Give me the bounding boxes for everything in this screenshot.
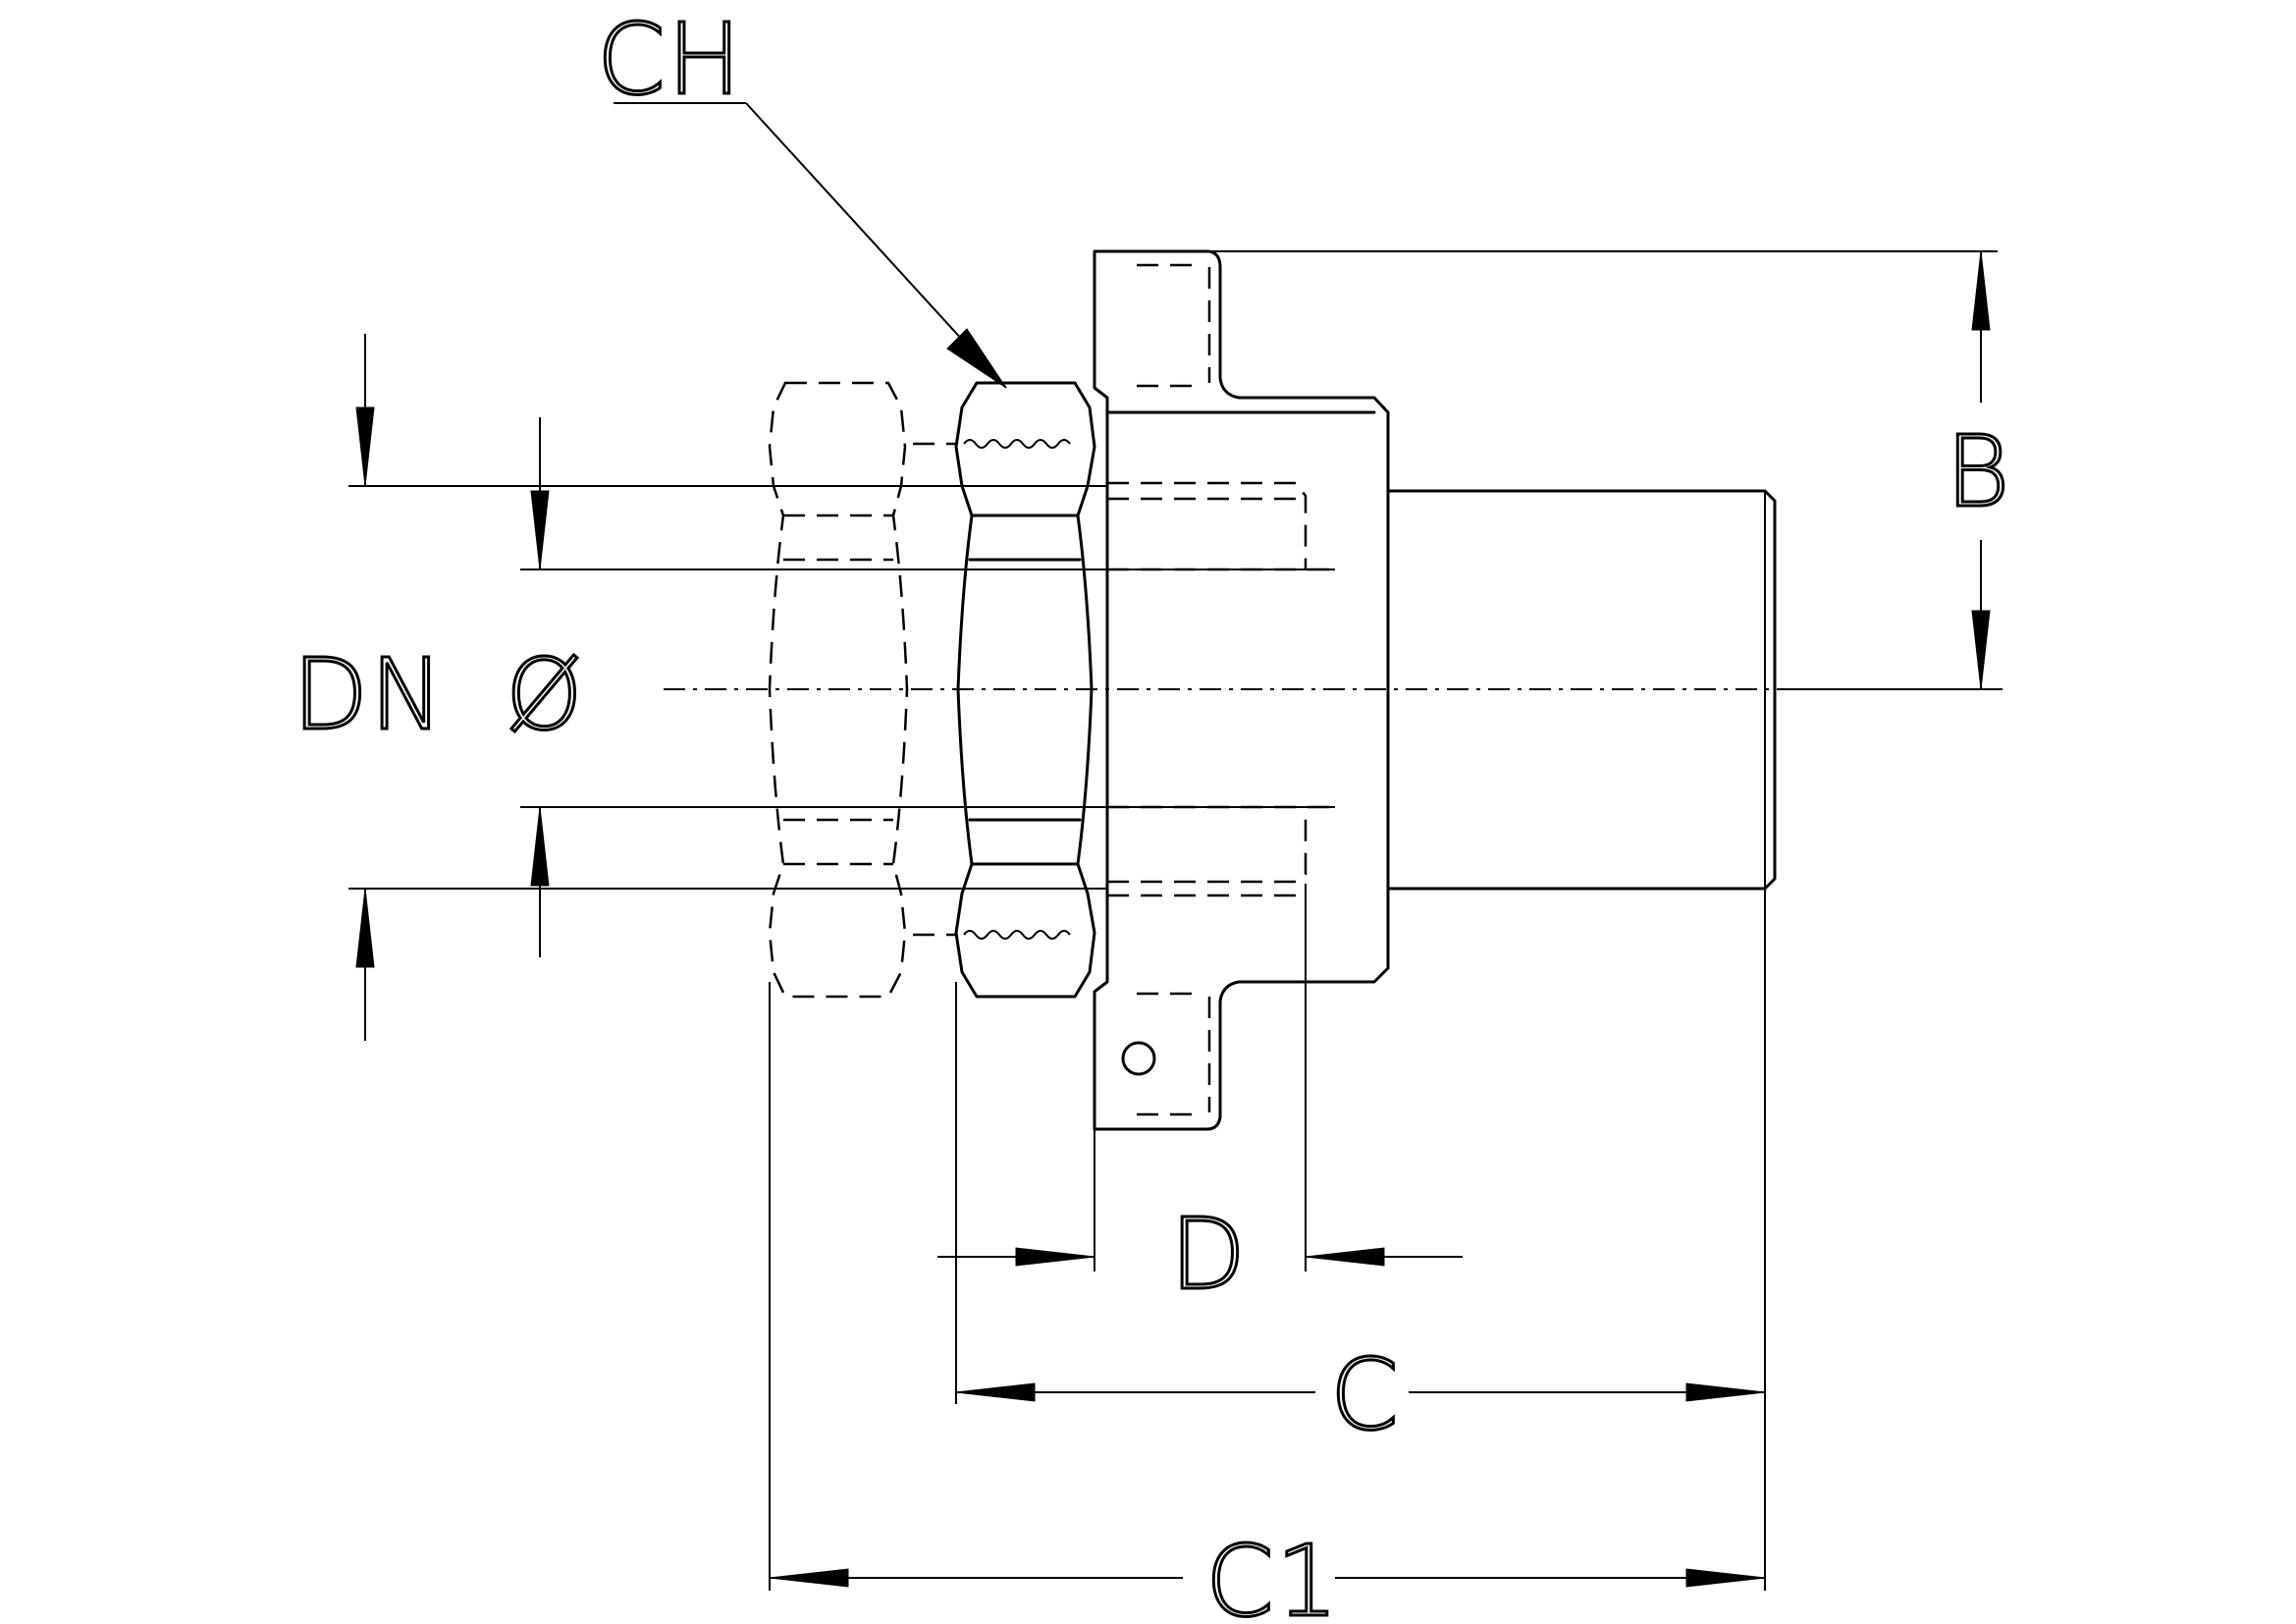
c-label: C <box>1330 1337 1401 1452</box>
phi-label: Ø <box>506 637 585 752</box>
c1-label: C1 <box>1205 1524 1340 1624</box>
dn-label: DN <box>293 637 446 752</box>
b-dimension <box>1209 250 1998 690</box>
c-dimension <box>955 889 1766 1591</box>
lug-hole <box>1121 1041 1156 1076</box>
d-dimension <box>937 884 1463 1272</box>
hex-nut <box>954 381 1096 999</box>
d-label: D <box>1170 1197 1248 1312</box>
dn-phi-dimensions <box>348 334 1335 1041</box>
c1-dimension <box>769 982 1766 1591</box>
ch-leader <box>614 102 1007 389</box>
phantom-nut <box>768 381 957 999</box>
b-label: B <box>1946 414 2011 529</box>
ch-label: CH <box>597 2 743 117</box>
